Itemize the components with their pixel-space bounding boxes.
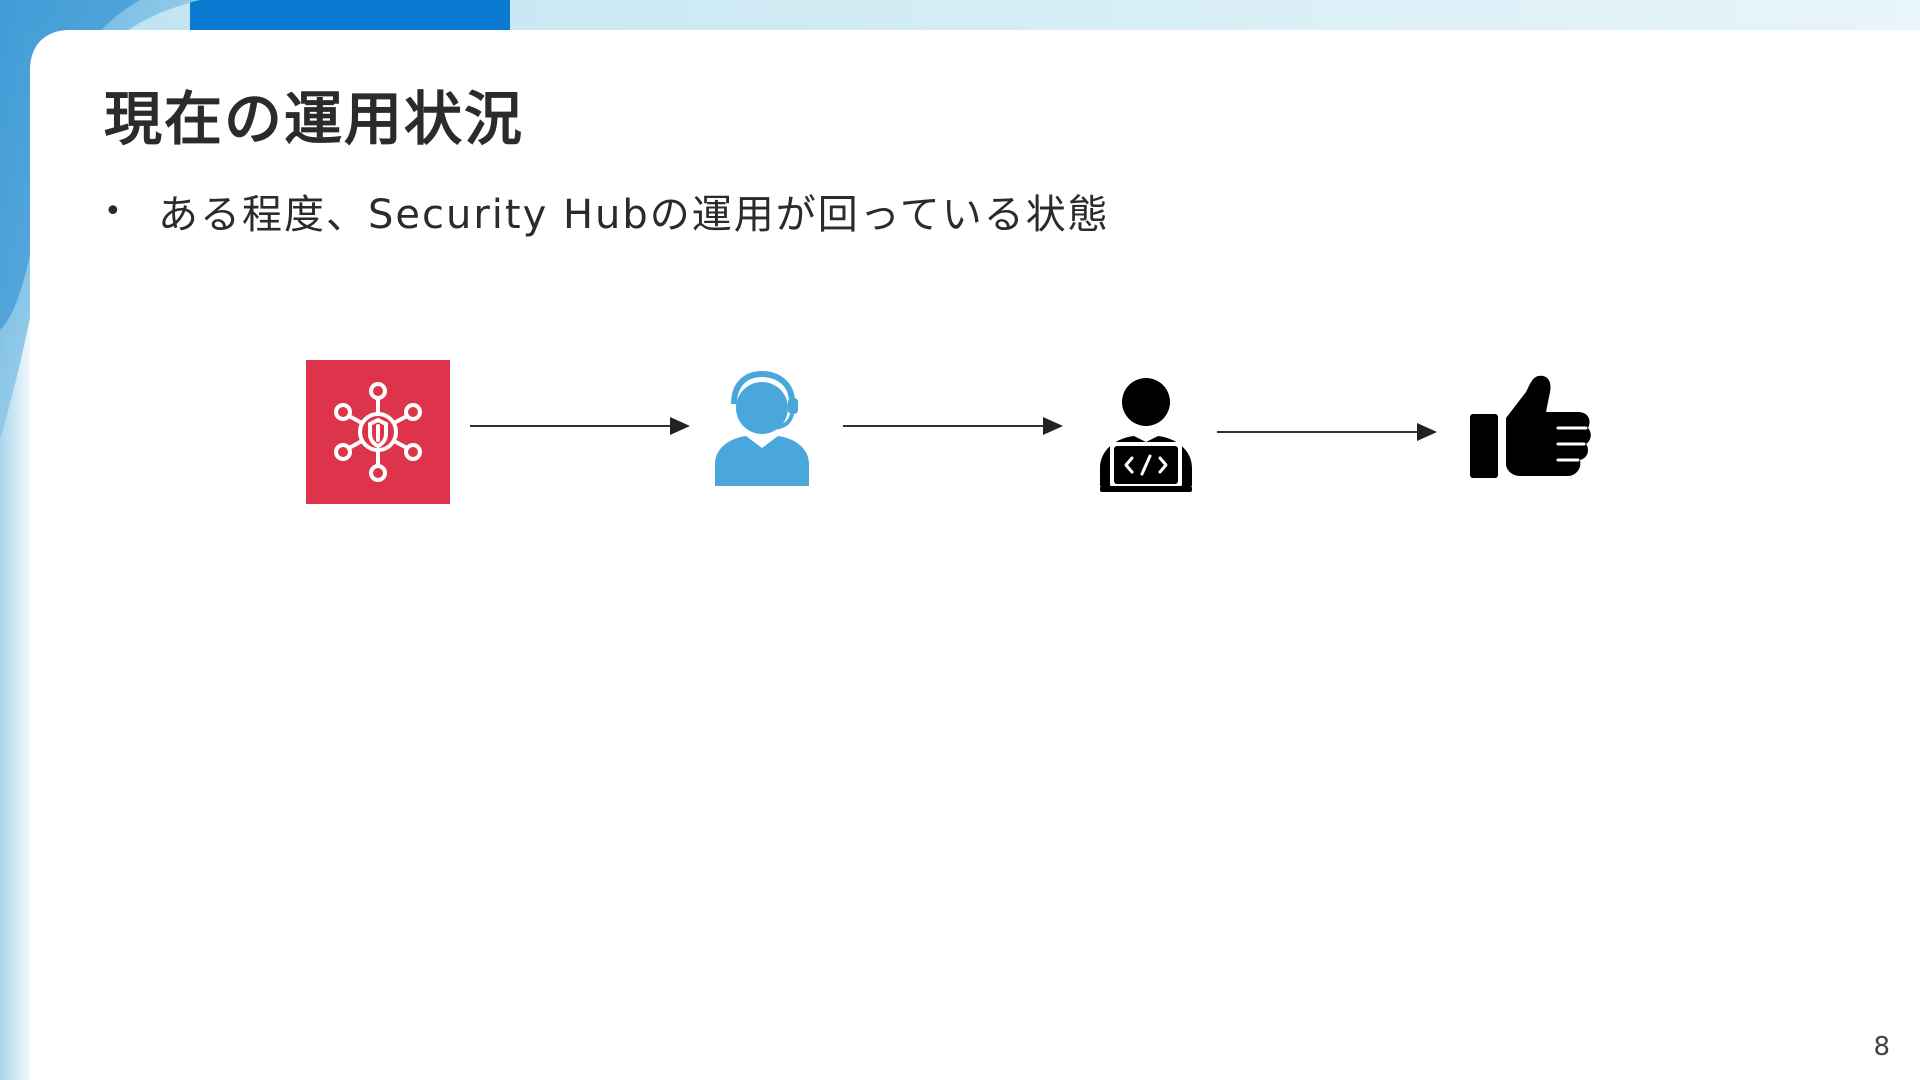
security-hub-icon — [306, 360, 450, 504]
developer-laptop-icon — [1100, 378, 1192, 492]
flow-arrow — [470, 417, 690, 435]
bullet-text: ある程度、Security Hubの運用が回っている状態 — [158, 192, 1110, 238]
flow-arrow — [1217, 423, 1437, 441]
thumbs-up-icon — [1470, 375, 1591, 478]
flow-arrow — [843, 417, 1063, 435]
bullet-marker: • — [104, 193, 122, 229]
page-title: 現在の運用状況 — [104, 85, 525, 153]
page-number: 8 — [1873, 1032, 1890, 1062]
bullet-item: • ある程度、Security Hubの運用が回っている状態 — [104, 182, 1110, 240]
support-operator-icon — [715, 370, 809, 486]
